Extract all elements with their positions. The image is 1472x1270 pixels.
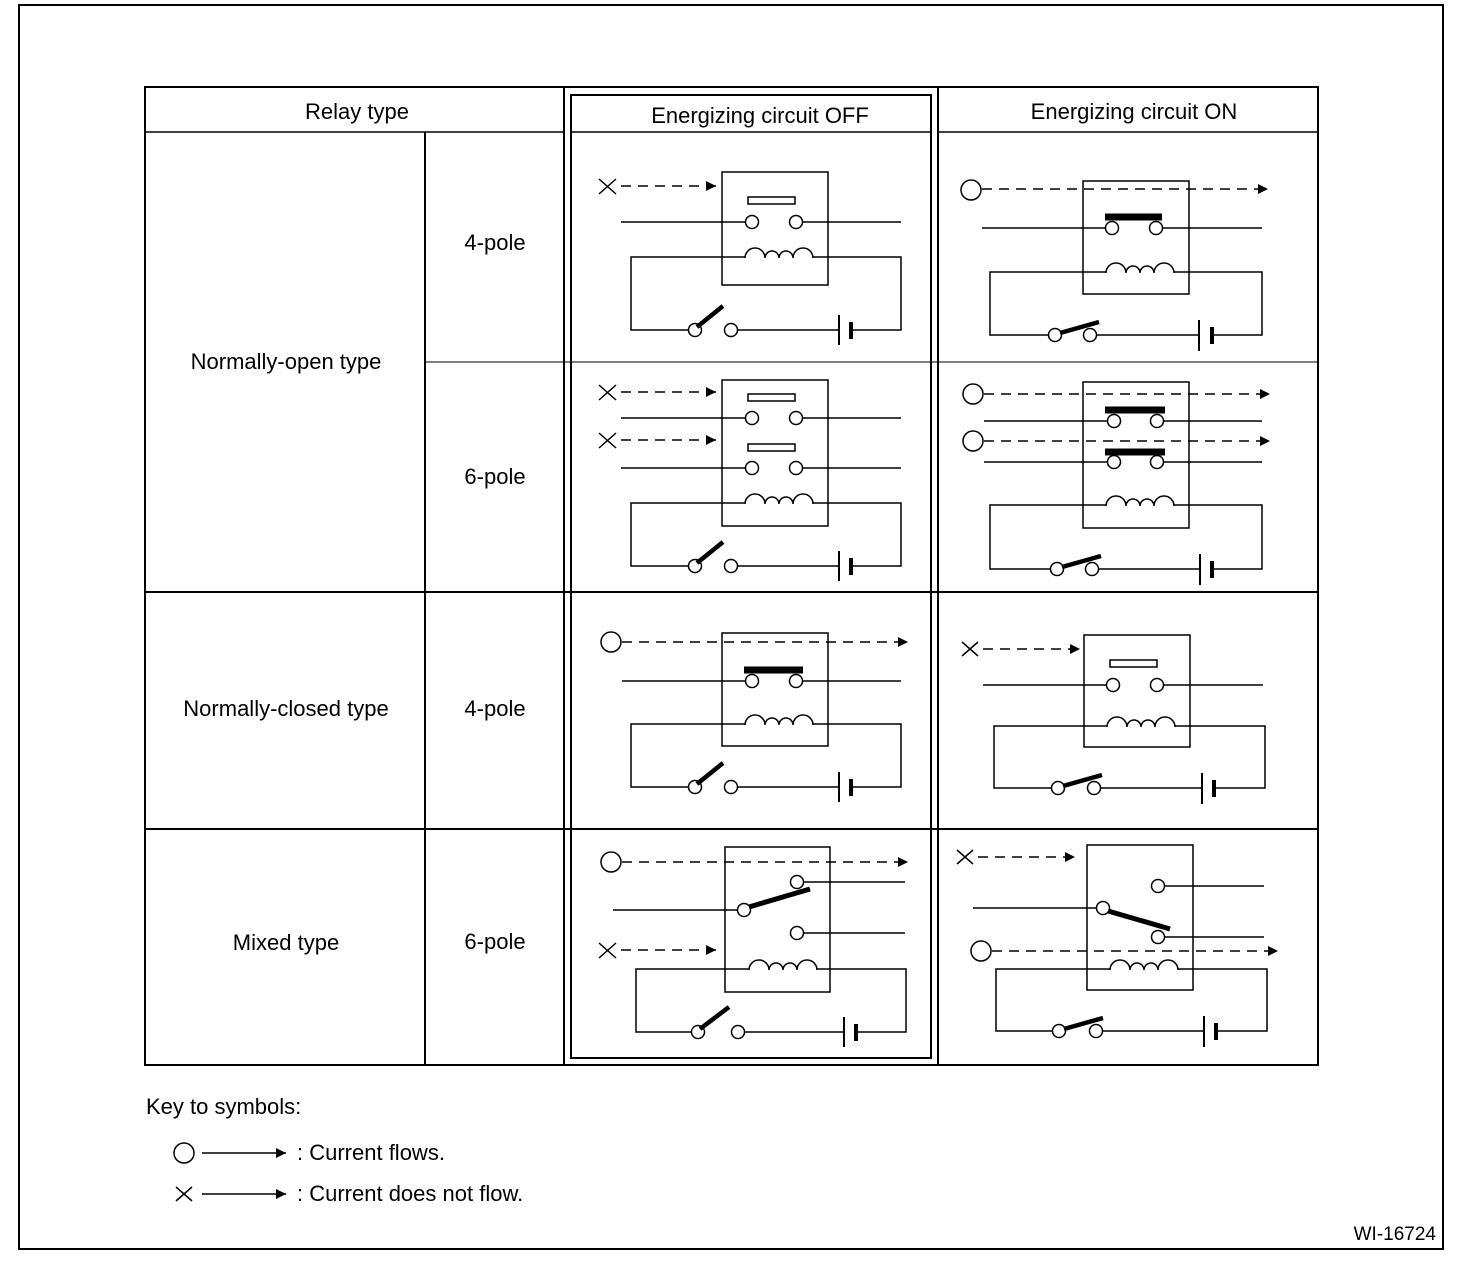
key-current-no-flow: : Current does not flow.	[297, 1181, 524, 1206]
diagram-no6-off	[598, 379, 902, 581]
row-mixed: Mixed type	[232, 930, 340, 955]
key-current-flows: : Current flows.	[297, 1140, 445, 1165]
header-energizing-on: Energizing circuit ON	[1030, 99, 1238, 124]
key-circle-icon	[173, 1142, 195, 1164]
pole-label-no-4: 4-pole	[464, 230, 526, 255]
diagram-mixed6-off	[598, 846, 908, 1047]
pole-label-nc-4: 4-pole	[464, 696, 526, 721]
figure-frame	[18, 4, 1444, 1250]
diagram-no6-on	[962, 381, 1270, 585]
diagram-nc4-on	[961, 634, 1266, 804]
diagram-nc4-off	[600, 631, 908, 802]
header-relay-type: Relay type	[305, 99, 409, 124]
key-title: Key to symbols:	[146, 1094, 302, 1119]
figure-code: WI-16724	[1353, 1224, 1436, 1245]
diagram-no4-on	[960, 179, 1268, 351]
pole-label-mixed-6: 6-pole	[464, 929, 526, 954]
table-grid	[144, 86, 1319, 1066]
row-normally-open: Normally-open type	[190, 349, 382, 374]
pole-label-no-6: 6-pole	[464, 464, 526, 489]
header-energizing-off: Energizing circuit OFF	[651, 103, 869, 128]
diagram-no4-off	[598, 171, 902, 345]
key-symbols	[173, 1142, 286, 1202]
row-normally-closed: Normally-closed type	[183, 696, 389, 721]
diagram-mixed6-on	[956, 844, 1278, 1047]
